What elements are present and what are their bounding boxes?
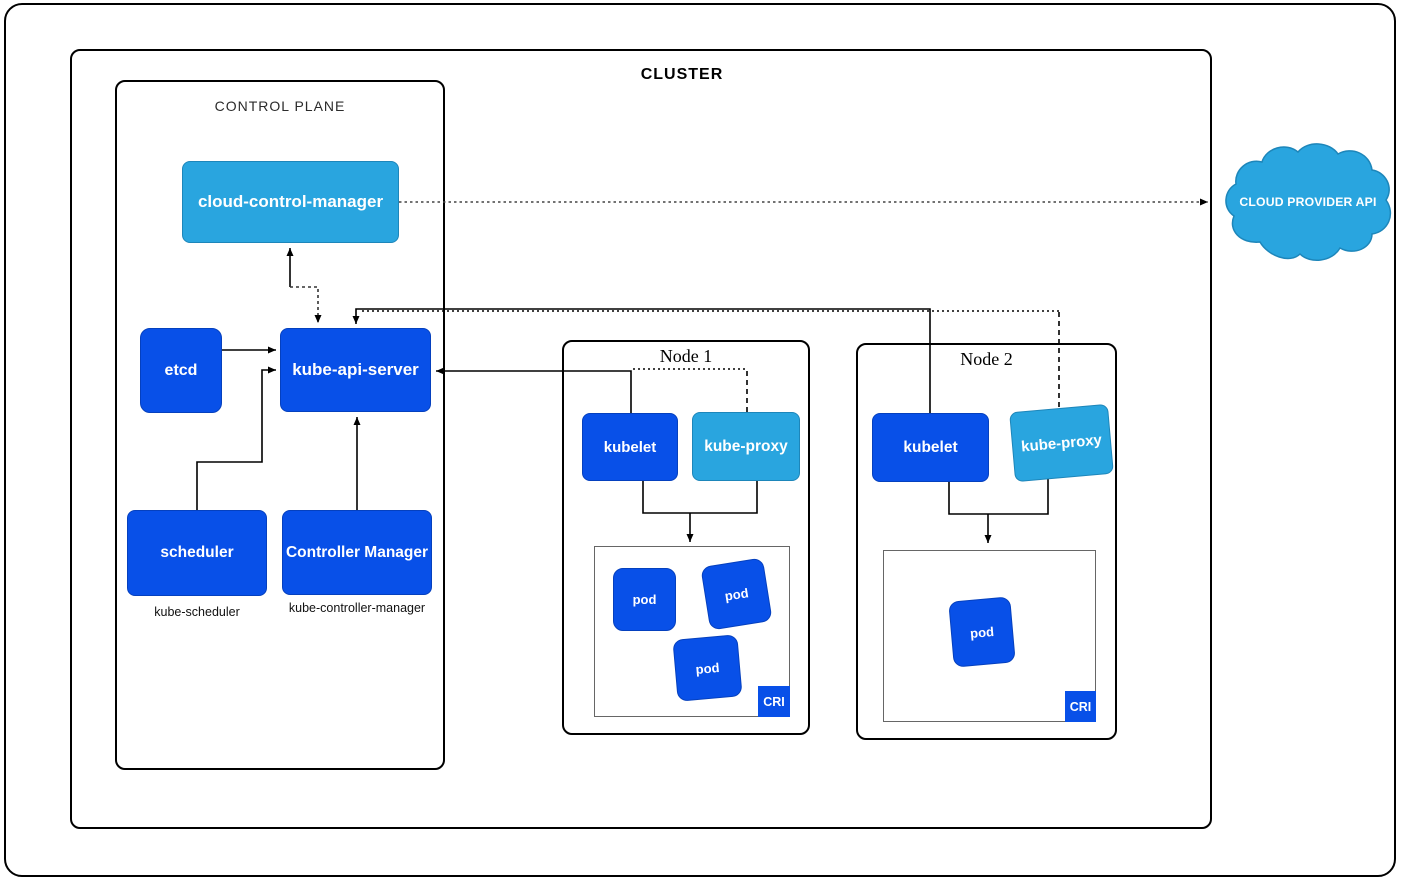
connector-node2-kubelet-to-api: [352, 308, 931, 413]
node1-title: Node 1: [659, 346, 713, 366]
control-plane-box: [115, 80, 445, 770]
kube-controller-manager-caption: kube-controller-manager: [288, 601, 426, 615]
controller-manager-box: Controller Manager: [282, 510, 432, 595]
node2-kubelet-box: kubelet: [872, 413, 989, 482]
connector-node1-bracket: [642, 481, 758, 514]
node2-title: Node 2: [960, 349, 1013, 369]
cluster-box: [70, 49, 1212, 829]
control-plane-title: CONTROL PLANE: [214, 98, 346, 114]
node1-pod-box-3: pod: [672, 634, 743, 702]
node1-box: [562, 340, 810, 735]
node2-kube-proxy-box: kube-proxy: [1009, 403, 1114, 483]
cluster-title: CLUSTER: [640, 66, 724, 83]
node1-cri-badge: CRI: [758, 686, 790, 717]
kube-scheduler-caption: kube-scheduler: [154, 605, 240, 619]
connector-node1-kubelet-to-api: [436, 367, 632, 413]
connector-scheduler-to-api: [196, 366, 276, 510]
cloud-provider-api-label: CLOUD PROVIDER API: [1239, 195, 1377, 209]
connector-node2-bracket: [948, 478, 1049, 515]
node1-kube-proxy-box: kube-proxy: [692, 412, 800, 481]
etcd-box: etcd: [140, 328, 222, 413]
node1-pod-box-2: pod: [700, 557, 773, 631]
cloud-control-manager-box: cloud-control-manager: [182, 161, 399, 243]
cloud-provider-api-shape: [1225, 143, 1392, 261]
node2-box: [856, 343, 1117, 740]
node2-pod-box-1: pod: [948, 596, 1016, 668]
connector-ccm-to-api-dashed: [290, 286, 322, 323]
node1-kubelet-box: kubelet: [582, 413, 678, 481]
page-border: [4, 3, 1396, 877]
kube-api-server-box: kube-api-server: [280, 328, 431, 412]
scheduler-box: scheduler: [127, 510, 267, 596]
node2-cri-badge: CRI: [1065, 691, 1096, 722]
node1-pod-box-1: pod: [613, 568, 676, 631]
